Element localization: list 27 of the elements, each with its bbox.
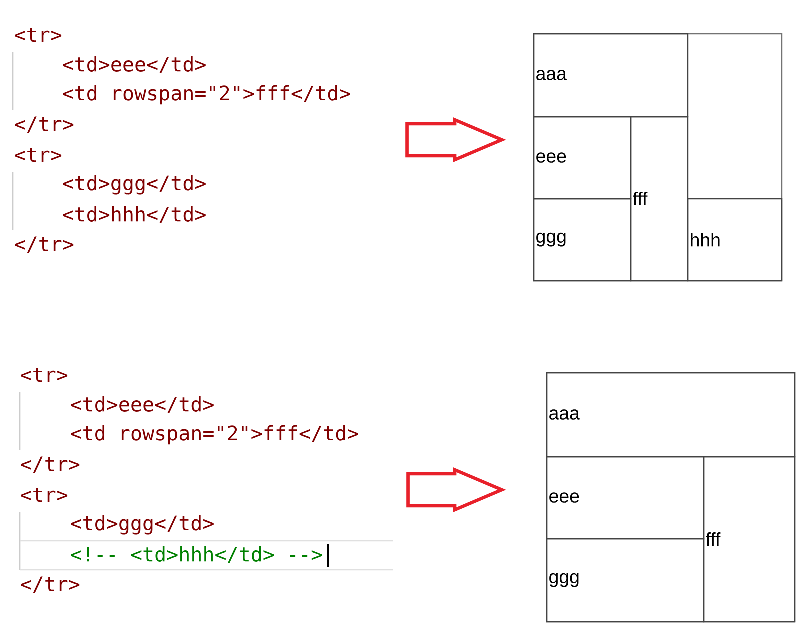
code-line: <tr> [21, 368, 68, 382]
code-line: <tr> [21, 488, 68, 502]
table-cell: fff [630, 116, 689, 282]
code-line: </tr> [21, 456, 80, 474]
code-line: <td rowspan="2">fff</td> [63, 85, 350, 105]
table-cell: aaa [546, 372, 796, 458]
code-line: <tr> [15, 148, 62, 162]
table-cell: eee [546, 456, 705, 540]
code-line: <!-- <td>hhh</td> --> [71, 546, 322, 564]
hollow-arrow [406, 467, 506, 513]
code-line: <td>eee</td> [71, 396, 214, 414]
hollow-arrow [406, 117, 506, 163]
code-line: <td rowspan="2">fff</td> [71, 425, 358, 445]
table-cell: ggg [546, 538, 705, 623]
code-line: </tr> [15, 116, 74, 134]
code-line: <td>eee</td> [63, 56, 206, 74]
table-cell: hhh [687, 198, 783, 282]
code-line: <td>hhh</td> [63, 206, 206, 224]
code-line: </tr> [21, 576, 80, 594]
code-line: <td>ggg</td> [71, 515, 214, 535]
table-cell: aaa [533, 33, 689, 118]
table-cell: ggg [533, 198, 632, 282]
table-cell: eee [533, 116, 632, 200]
table-cell: fff [703, 456, 796, 623]
code-line: <td>ggg</td> [63, 175, 206, 195]
code-line: </tr> [15, 236, 74, 254]
code-line: <tr> [15, 28, 62, 42]
